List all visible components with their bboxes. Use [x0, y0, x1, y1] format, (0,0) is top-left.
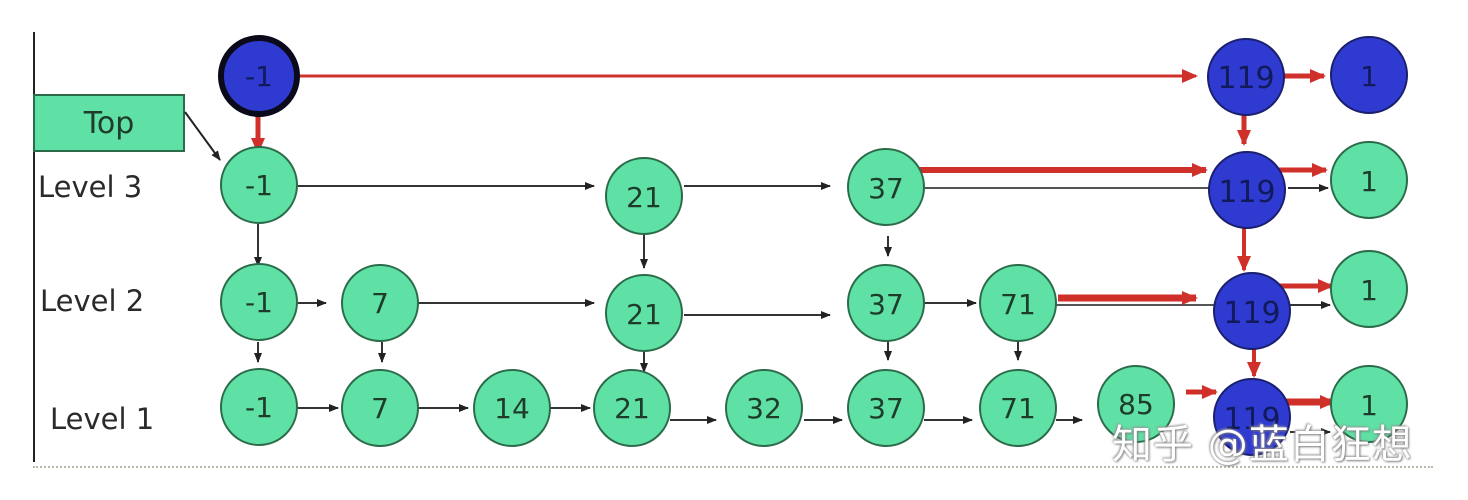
svg-text:-1: -1 — [245, 60, 273, 93]
svg-text:119: 119 — [1223, 402, 1280, 437]
node-l2-1: 1 — [1330, 250, 1408, 328]
level-2-label: Level 2 — [40, 284, 145, 318]
node-l2-7: 7 — [341, 264, 419, 342]
node-l3-minus1: -1 — [220, 146, 298, 224]
node-l2-119: 119 — [1213, 272, 1291, 350]
node-l3-21: 21 — [605, 157, 683, 235]
top-pointer-label: Top — [33, 94, 185, 152]
svg-text:119: 119 — [1217, 61, 1274, 96]
node-l1-119: 119 — [1213, 378, 1291, 456]
svg-text:119: 119 — [1218, 175, 1275, 210]
node-l1-71: 71 — [979, 369, 1057, 447]
svg-text:21: 21 — [614, 392, 650, 425]
svg-text:14: 14 — [494, 392, 530, 425]
svg-text:119: 119 — [1223, 296, 1280, 331]
node-l1-1: 1 — [1330, 365, 1408, 443]
level-3-label: Level 3 — [38, 170, 143, 204]
svg-text:71: 71 — [1000, 288, 1036, 321]
node-l1-85: 85 — [1097, 365, 1175, 443]
svg-text:1: 1 — [1360, 389, 1378, 422]
svg-text:1: 1 — [1360, 274, 1378, 307]
svg-text:85: 85 — [1118, 388, 1154, 421]
svg-text:32: 32 — [746, 392, 782, 425]
svg-text:1: 1 — [1360, 165, 1378, 198]
node-l3-1: 1 — [1330, 141, 1408, 219]
svg-text:-1: -1 — [245, 286, 273, 319]
node-l3-119: 119 — [1208, 151, 1286, 229]
node-head-minus1: -1 — [218, 35, 300, 117]
svg-text:37: 37 — [868, 172, 904, 205]
svg-text:37: 37 — [868, 288, 904, 321]
node-head-1: 1 — [1330, 36, 1408, 114]
svg-text:7: 7 — [371, 287, 389, 320]
node-l1-7: 7 — [341, 369, 419, 447]
zhihu-watermark: 知乎 @蓝白狂想 — [1112, 422, 1413, 468]
node-head-119: 119 — [1207, 38, 1285, 116]
svg-text:-1: -1 — [245, 391, 273, 424]
node-l2-21: 21 — [605, 274, 683, 352]
svg-text:-1: -1 — [245, 169, 273, 202]
svg-text:1: 1 — [1360, 60, 1378, 93]
node-l3-37: 37 — [847, 148, 925, 226]
node-l1-32: 32 — [725, 369, 803, 447]
svg-text:21: 21 — [626, 181, 662, 214]
node-l1-21: 21 — [593, 369, 671, 447]
dotted-separator — [33, 466, 1433, 468]
node-l1-14: 14 — [473, 369, 551, 447]
left-border-line — [33, 32, 35, 462]
node-l2-minus1: -1 — [220, 263, 298, 341]
level-1-label: Level 1 — [50, 402, 155, 436]
svg-text:21: 21 — [626, 298, 662, 331]
node-l1-minus1: -1 — [220, 368, 298, 446]
svg-text:37: 37 — [868, 392, 904, 425]
top-label-text: Top — [83, 105, 135, 141]
svg-text:7: 7 — [371, 392, 389, 425]
node-l1-37: 37 — [847, 369, 925, 447]
node-l2-71: 71 — [979, 264, 1057, 342]
svg-text:71: 71 — [1000, 392, 1036, 425]
node-l2-37: 37 — [847, 264, 925, 342]
